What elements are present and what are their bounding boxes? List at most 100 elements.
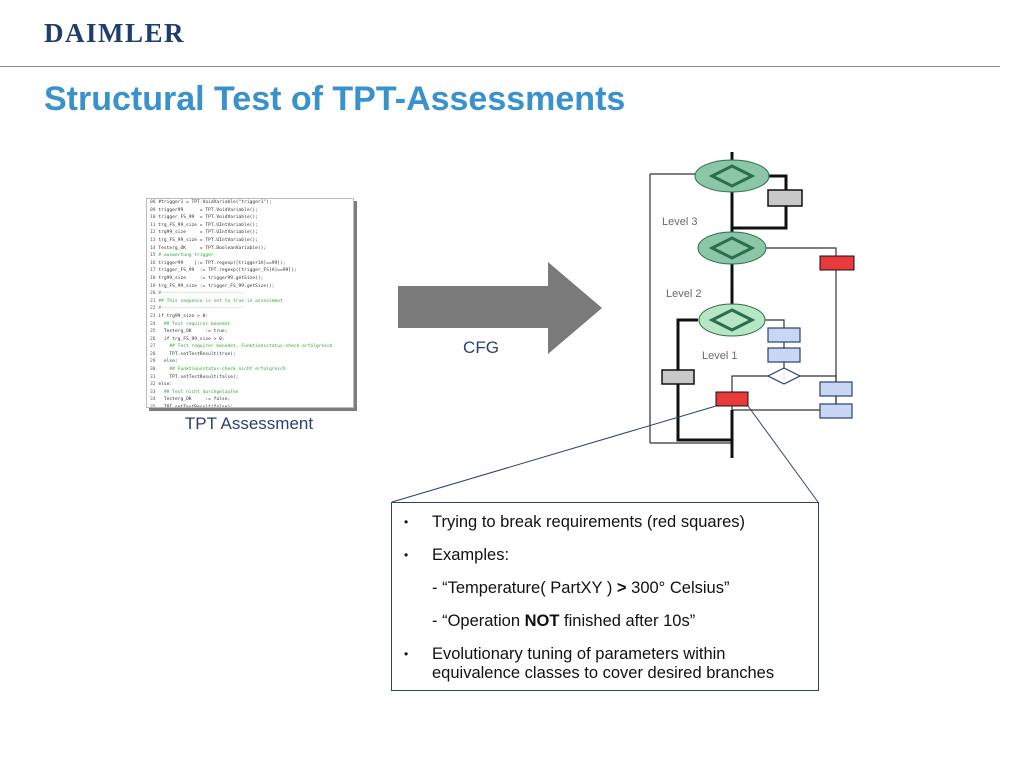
code-thumbnail: 08 #trigger1 = TPT.VoidVariable("trigger… — [146, 198, 354, 408]
code-line: 08 #trigger1 = TPT.VoidVariable("trigger… — [147, 199, 353, 207]
code-line-number: 22 — [150, 306, 159, 312]
code-line-text: else: — [158, 359, 178, 365]
code-line-number: 19 — [150, 283, 159, 289]
cfg-edge — [768, 174, 788, 190]
code-line: 33 ## Test nicht durchgelaufen — [147, 389, 353, 397]
code-line-number: 18 — [150, 275, 159, 281]
code-line-number: 29 — [150, 359, 159, 365]
code-line-number: 10 — [150, 215, 159, 221]
cfg-blue-box — [767, 327, 801, 343]
code-line-number: 31 — [150, 374, 159, 380]
code-line: 09 trigger99 = TPT.VoidVariable(); — [147, 207, 353, 215]
code-line: 25 Testerg_OK := true; — [147, 328, 353, 336]
code-line-text: #trigger1 = TPT.VoidVariable("trigger1")… — [158, 200, 272, 205]
cfg-level-label: Level 2 — [666, 288, 701, 300]
cfg-diamond-icon — [708, 308, 756, 332]
code-line: 31 TPT.setTestResult(false); — [147, 374, 353, 382]
code-line-text: #------------------------------ — [158, 306, 245, 312]
code-line-number: 17 — [150, 268, 159, 274]
code-line: 12 trg99_size = TPT.UIntVariable(); — [147, 229, 353, 237]
code-line-text: trg_FS_99_size = TPT.UIntVariable(); — [158, 222, 258, 228]
code-line-number: 12 — [150, 230, 159, 236]
code-line: 28 TPT.setTestResult(true); — [147, 351, 353, 359]
code-line-number: 23 — [150, 313, 159, 319]
code-line-text: ## Test requirer benedet — [158, 321, 231, 327]
cfg-red-square — [819, 255, 855, 271]
code-line-number: 25 — [150, 329, 159, 335]
code-line-text: trg_FS_99_size = TPT.UIntVariable(); — [158, 237, 258, 243]
code-line-text: ## Test nicht durchgelaufen — [158, 389, 239, 395]
code-line-text: trigger_FS_99 = TPT.VoidVariable(); — [158, 215, 258, 221]
code-line-text: Testerg_OK := false; — [158, 397, 231, 403]
code-line-number: 14 — [150, 245, 159, 251]
cfg-decision-node — [697, 231, 767, 265]
code-line-text: TPT.setTestResult(false); — [158, 405, 233, 408]
cfg-diagram: Level 3 Level 2 Level 1 — [649, 152, 855, 458]
code-line-number: 32 — [150, 382, 159, 388]
cfg-label: CFG — [463, 338, 499, 357]
bullet-example: - “Operation NOT finished after 10s” — [392, 612, 818, 631]
code-line: 32 else: — [147, 381, 353, 389]
cfg-blue-box — [819, 381, 853, 397]
cfg-red-square — [715, 391, 749, 407]
code-line-number: 27 — [150, 344, 159, 350]
code-line-text: trigger_FS_99 := TPT.regexp([trigger_FS[… — [158, 268, 297, 274]
code-line: 27 ## Test requirer benedet, Funktionsst… — [147, 343, 353, 351]
cfg-level-label: Level 1 — [702, 350, 737, 362]
code-line-text: if trg99_size > 0: — [158, 313, 209, 319]
cfg-diamond-icon — [708, 164, 756, 188]
code-line: 23 if trg99_size > 0: — [147, 313, 353, 321]
code-line-text: #------------------------------ — [158, 291, 245, 297]
code-line: 14 Testerg_OK = TPT.BooleanVariable(); — [147, 245, 353, 253]
cfg-edge — [800, 375, 837, 382]
bullet-text: - “Operation — [432, 612, 525, 630]
code-line-text: ## Funktionsstatus-check nicht erfolgrei… — [158, 367, 286, 373]
cfg-edge — [732, 206, 788, 230]
code-line: 21 ## This sequence is set to true in as… — [147, 298, 353, 306]
cfg-diamond-icon — [708, 236, 756, 260]
code-line-text: trigger99 = TPT.VoidVariable(); — [158, 207, 258, 213]
code-line: 26 if trg_FS_99_size > 0: — [147, 336, 353, 344]
code-line-number: 08 — [150, 200, 159, 205]
code-line: 35 TPT.setTestResult(false); — [147, 404, 353, 408]
code-line: 22 #------------------------------ — [147, 305, 353, 313]
bullet-item: •Trying to break requirements (red squar… — [392, 513, 818, 532]
bullet-emphasis: NOT — [524, 612, 560, 630]
code-line: 20 #------------------------------ — [147, 290, 353, 298]
code-line-number: 09 — [150, 207, 159, 213]
code-line-number: 15 — [150, 253, 159, 259]
code-line-number: 11 — [150, 222, 159, 228]
code-line: 34 Testerg_OK := false; — [147, 396, 353, 404]
code-line: 24 ## Test requirer benedet — [147, 321, 353, 329]
code-line-number: 21 — [150, 298, 159, 304]
cfg-blue-box — [819, 403, 853, 419]
cfg-gray-box — [767, 189, 803, 207]
code-line: 16 trigger99 |:= TPT.regexp([trigger1A]=… — [147, 260, 353, 268]
code-line: 18 trg99_size := trigger99.getSize(); — [147, 275, 353, 283]
code-line-number: 33 — [150, 389, 159, 395]
header-divider — [0, 66, 1000, 67]
code-line-number: 20 — [150, 291, 159, 297]
cfg-edge — [766, 247, 837, 256]
code-line-number: 35 — [150, 405, 159, 408]
bullet-text: Trying to break requirements (red square… — [432, 513, 746, 531]
cfg-edge — [764, 319, 785, 328]
bullet-emphasis: > — [616, 579, 627, 597]
bullet-text: - “Temperature( PartXY ) — [432, 579, 617, 597]
cfg-gray-box — [661, 369, 695, 385]
code-line-number: 34 — [150, 397, 159, 403]
bullet-text: Examples: — [432, 546, 510, 564]
code-line: 29 else: — [147, 358, 353, 366]
code-line: 30 ## Funktionsstatus-check nicht erfolg… — [147, 366, 353, 374]
code-line-text: # auswertung trigger — [158, 253, 214, 259]
bullet-text: 300° Celsius” — [626, 579, 730, 597]
code-line: 15 # auswertung trigger — [147, 252, 353, 260]
code-line-text: TPT.setTestResult(true); — [158, 351, 236, 357]
cfg-decision-node — [694, 159, 770, 193]
code-line-text: trg99_size := trigger99.getSize(); — [158, 275, 264, 281]
cfg-edge — [676, 318, 698, 370]
code-line-text: trg_FS_99_size := trigger_FS_99.getSize(… — [158, 283, 275, 289]
bullet-dot-icon: • — [404, 647, 409, 661]
code-line-text: ## This sequence is set to true in asses… — [158, 298, 283, 304]
bullet-item: •Examples: — [392, 546, 818, 565]
